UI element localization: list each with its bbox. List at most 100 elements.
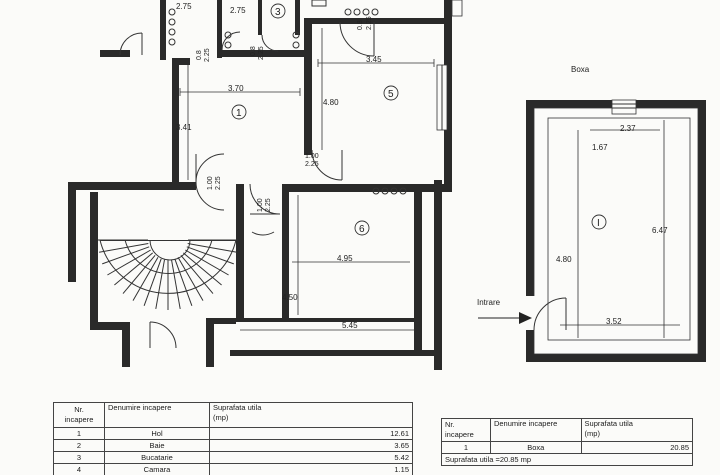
dim-room6-inner-width: 4.95 — [337, 254, 353, 263]
stair-tread — [180, 254, 214, 294]
table-row: 4 Camara 1.15 — [53, 463, 413, 475]
dim-boxa-top: 2.37 — [620, 124, 636, 133]
room-marker-5: 5 — [383, 85, 399, 101]
dim-door-f: 1.00 — [305, 153, 319, 160]
wall-room-3-4 — [295, 0, 300, 35]
wall-stair-bottom-left — [90, 322, 130, 330]
stair-tread — [182, 252, 222, 286]
dim-boxa-left: 4.80 — [556, 255, 572, 264]
table-row: 3 Bucatarie 5.42 — [53, 451, 413, 464]
dim-room5-height: 4.80 — [323, 98, 339, 107]
entrance-arrow-icon — [478, 312, 532, 324]
dim-275-mid: 2.75 — [230, 6, 246, 15]
table-row: 1 Hol 12.61 — [53, 427, 413, 440]
dim-door-f2: 2.25 — [305, 161, 319, 168]
svg-text:1: 1 — [236, 108, 242, 119]
wall-room5-top — [304, 18, 450, 24]
dim-hall-height: 3.41 — [176, 123, 192, 132]
dim-door-a2: 2.25 — [204, 48, 211, 62]
wall-right-upper — [444, 0, 452, 190]
stair-tread — [155, 259, 165, 309]
svg-text:6: 6 — [359, 224, 365, 235]
boxa-door-swing — [533, 297, 567, 331]
room-marker-3: 3 — [270, 3, 286, 19]
door-hall-left — [195, 153, 225, 211]
stair-tread — [143, 258, 162, 306]
dim-hall-width: 3.70 — [228, 84, 244, 93]
wall-hall-room5 — [304, 20, 312, 155]
table-row: 2 Baie 3.65 — [53, 439, 413, 452]
wall-top-left — [100, 50, 130, 57]
wall-entry-left — [122, 322, 130, 367]
dim-275-left: 2.75 — [176, 2, 192, 11]
dim-door-d2: 2.25 — [215, 176, 222, 190]
wall-stair-left — [90, 192, 98, 322]
wall-entry-right — [206, 322, 214, 367]
wall-room-2-3 — [217, 0, 222, 58]
svg-text:3: 3 — [275, 7, 281, 18]
stair-tread — [122, 254, 156, 294]
dim-door-a: 0.8 — [196, 50, 203, 60]
wall-hall-bottom-left — [68, 182, 196, 190]
stair-tread — [186, 246, 234, 265]
header-nr: Nr. incapere — [441, 418, 491, 442]
dim-room5-width: 3.45 — [366, 55, 382, 64]
dim-door-e2: 2.25 — [265, 198, 272, 212]
wall-left-ext — [68, 182, 76, 282]
stair-tread — [114, 252, 154, 286]
total-area-label: Suprafata utila =20.85 mp — [441, 453, 693, 466]
fixtures-top — [168, 0, 407, 195]
table-header-row: Nr. incapere Denumire incapere Suprafata… — [53, 402, 413, 428]
dim-door-e: 1.00 — [257, 198, 264, 212]
boxa-area-table: Nr. incapere Denumire incapere Suprafata… — [441, 418, 694, 466]
dim-boxa-bottom: 3.52 — [606, 317, 622, 326]
table-row: 1 Boxa 20.85 — [441, 441, 694, 454]
entry-door-swing — [149, 321, 177, 349]
wall-room6-left — [282, 190, 289, 320]
door-room5 — [311, 149, 343, 181]
wall-room6-inner-bottom — [230, 318, 420, 322]
dim-room6-height: 4.50 — [282, 293, 298, 302]
room-marker-1: 1 — [231, 104, 247, 120]
wall-right-lower — [434, 180, 442, 370]
boxa-door-gap — [526, 296, 536, 330]
stair-tread — [107, 249, 151, 276]
wall-stair-right — [236, 192, 244, 322]
header-name: Denumire incapere — [104, 402, 210, 428]
door-room2 — [221, 31, 279, 52]
room-marker-boxa: I — [591, 214, 607, 230]
svg-text:5: 5 — [388, 89, 394, 100]
stair-tread — [171, 259, 181, 309]
stair-tread — [187, 243, 237, 253]
table-header-row: Nr. incapere Denumire incapere Suprafata… — [441, 418, 694, 442]
wall-room6-top — [282, 184, 452, 192]
window-top-right — [451, 0, 463, 17]
boxa-dimension-lines — [560, 120, 680, 338]
stair-tread — [174, 258, 193, 306]
dim-door-c: 0.8 — [357, 20, 364, 30]
header-name: Denumire incapere — [489, 418, 582, 442]
wall-entry-top — [206, 318, 236, 324]
dim-door-c2: 2.25 — [366, 16, 373, 30]
wall-hall-top-a — [172, 58, 190, 65]
wall-hall-left-upper — [160, 0, 166, 60]
boxa-window — [611, 99, 637, 115]
table-total-row: Suprafata utila =20.85 mp — [441, 453, 693, 466]
header-area: Suprafata utila (mp) — [209, 402, 413, 428]
stair-tread — [177, 257, 204, 301]
wall-room-3 — [258, 0, 262, 35]
svg-text:I: I — [597, 218, 600, 229]
dim-door-b: 0.8 — [250, 46, 257, 56]
wall-hall-top-b — [222, 50, 308, 57]
stair-tread — [132, 257, 159, 301]
dim-boxa-right: 6.47 — [652, 226, 668, 235]
room-marker-6: 6 — [354, 220, 370, 236]
stair-tread — [102, 246, 150, 265]
door-top-left — [119, 32, 143, 56]
header-nr: Nr. incapere — [53, 402, 105, 428]
dim-boxa-left-top: 1.67 — [592, 143, 608, 152]
door-room4 — [339, 21, 375, 57]
spiral-staircase — [98, 239, 238, 310]
wall-room6-right — [414, 190, 422, 355]
